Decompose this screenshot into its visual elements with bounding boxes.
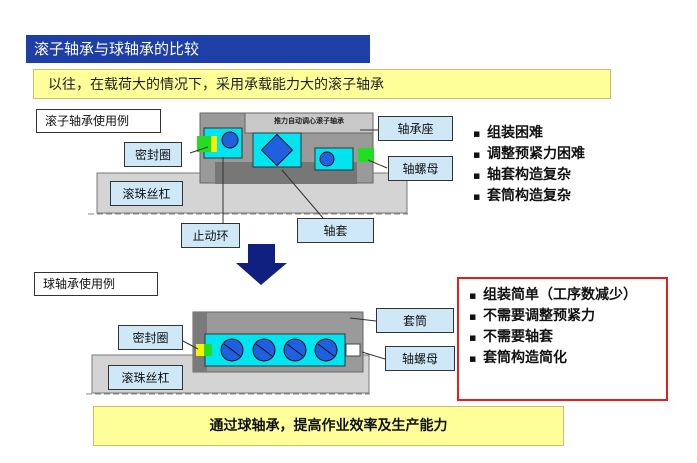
list-item: 组装困难 xyxy=(473,123,633,144)
ball-seal-yellow xyxy=(196,344,204,356)
ball-benefits-list: 组装简单（工序数减少） 不需要调整预紧力 不需要轴套 套筒构造简化 xyxy=(469,285,666,369)
callout-cartridge: 套筒 xyxy=(376,308,454,333)
roller-example-label: 滚子轴承使用例 xyxy=(36,109,161,133)
list-item: 套筒构造复杂 xyxy=(473,186,633,207)
list-item: 组装简单（工序数减少） xyxy=(469,285,666,306)
roller-element xyxy=(260,133,294,167)
ball-2-mark xyxy=(255,343,273,357)
ball-cartridge-flange xyxy=(193,312,207,372)
list-item: 不需要轴套 xyxy=(469,327,666,348)
conclusion-note: 通过球轴承，提高作业效率及生产能力 xyxy=(93,406,564,446)
callout-housing: 轴承座 xyxy=(378,116,453,141)
roller-caption-plate xyxy=(244,112,374,134)
callout-stop-ring: 止动环 xyxy=(181,223,240,248)
arrow-seal-2 xyxy=(182,340,199,350)
callout-ballscrew-roller: 滚珠丝杠 xyxy=(110,181,183,206)
arrow-seal-1 xyxy=(189,146,209,154)
page-title: 滚子轴承与球轴承的比较 xyxy=(26,35,370,63)
roller-drawbacks-list: 组装困难 调整预紧力困难 轴套构造复杂 套筒构造复杂 xyxy=(473,123,633,207)
callout-seal-roller: 密封圈 xyxy=(124,142,182,167)
ball-1-mark xyxy=(223,343,241,357)
roller-locknut-seal xyxy=(358,148,374,162)
callout-seal-ball: 密封圈 xyxy=(118,325,183,350)
list-item: 调整预紧力困难 xyxy=(473,144,633,165)
roller-diagram-caption: 推力自动调心滚子轴承 xyxy=(274,117,344,125)
arrow-locknut-2 xyxy=(361,351,386,360)
ball-locknut xyxy=(345,343,361,357)
callout-ballscrew-ball: 滚珠丝杠 xyxy=(108,365,183,390)
roller-ball-1 xyxy=(221,131,239,149)
intro-note: 以往，在载荷大的情况下，采用承载能力大的滚子轴承 xyxy=(33,69,611,99)
roller-seal-yellow xyxy=(211,136,217,152)
callout-locknut-roller: 轴螺母 xyxy=(388,156,453,181)
callout-sleeve: 轴套 xyxy=(297,218,374,243)
ball-benefits-box: 组装简单（工序数减少） 不需要调整预紧力 不需要轴套 套筒构造简化 xyxy=(457,277,668,401)
roller-seal-green xyxy=(197,136,211,152)
list-item: 不需要调整预紧力 xyxy=(469,306,666,327)
arrow-sleeve xyxy=(281,169,324,219)
arrow-cartridge xyxy=(349,317,377,322)
ball-4-mark xyxy=(317,343,335,357)
ball-seal-green xyxy=(204,344,212,356)
callout-locknut-ball: 轴螺母 xyxy=(385,346,455,371)
ball-example-label: 球轴承使用例 xyxy=(34,272,158,296)
arrow-locknut-1 xyxy=(367,159,388,169)
list-item: 轴套构造复杂 xyxy=(473,165,633,186)
roller-ball-2 xyxy=(319,151,335,167)
transition-arrow-icon xyxy=(236,244,287,285)
ball-3-mark xyxy=(286,343,304,357)
list-item: 套筒构造简化 xyxy=(469,348,666,369)
